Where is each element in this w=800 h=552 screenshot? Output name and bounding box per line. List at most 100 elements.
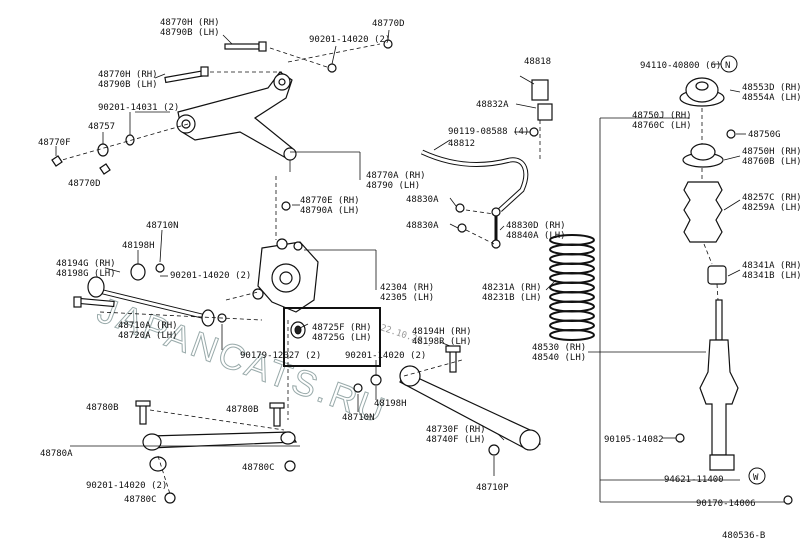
callout-w-circle xyxy=(748,467,766,485)
label-48530: 48530 (RH) xyxy=(532,343,586,353)
label-48770d-top: 48770D xyxy=(372,19,405,29)
lateral-control-rod-48710a xyxy=(87,276,215,327)
label-48770f: 48770F xyxy=(38,138,71,148)
shock-absorber-48530 xyxy=(699,299,739,471)
callout-w-letter: W xyxy=(753,473,759,483)
label-48198h-top: 48198H xyxy=(122,241,155,251)
label-94621-11400: 94621-11400 xyxy=(664,475,724,485)
lower-control-arm-48730f xyxy=(399,365,541,451)
nut-48710n-low xyxy=(353,383,363,393)
coil-spring-48231a xyxy=(549,234,595,341)
label-48231a: 48231A (RH) xyxy=(482,283,542,293)
callout-n-letter: N xyxy=(725,61,730,71)
label-48710a: 48710A (RH) xyxy=(118,321,178,331)
label-90201-14020-low: 90201-14020 (2) xyxy=(345,351,426,361)
bushing-left xyxy=(252,288,264,300)
label-48770a: 48770A (RH) xyxy=(366,171,426,181)
bolt-48194g xyxy=(73,296,115,308)
label-48760b: 48760B (LH) xyxy=(742,157,800,167)
label-48194h: 48194H (RH) xyxy=(412,327,472,337)
label-94110-40800: 94110-40800 (6) xyxy=(640,61,721,71)
label-48730f: 48730F (RH) xyxy=(426,425,486,435)
label-48770d-left: 48770D xyxy=(68,179,101,189)
label-48750g: 48750G xyxy=(748,130,781,140)
label-48740f: 48740F (LH) xyxy=(426,435,486,445)
label-48341b: 48341B (LH) xyxy=(742,271,800,281)
label-90105-14082: 90105-14082 xyxy=(604,435,664,445)
label-48710n-low: 48710N xyxy=(342,413,375,423)
bolt-90105 xyxy=(675,433,685,443)
nut-48770f xyxy=(51,155,63,167)
label-90179-12027: 90179-12027 (2) xyxy=(240,351,321,361)
washer-48198h-low xyxy=(370,374,382,386)
upper-control-arm xyxy=(176,71,297,172)
label-48259a: 48259A (LH) xyxy=(742,203,800,213)
label-48540: 48540 (LH) xyxy=(532,353,586,363)
nut-48750g xyxy=(726,129,736,139)
highlight-box-48725 xyxy=(283,307,381,367)
label-48780a: 48780A xyxy=(40,449,73,459)
nut-48780c-bottom xyxy=(164,492,176,504)
upper-arm-bolt-mid xyxy=(164,66,209,84)
stabilizer-link-48830d xyxy=(491,207,501,249)
bolt-48780b-right xyxy=(269,402,285,427)
label-48830a-a: 48830A xyxy=(406,195,439,205)
label-90119-08588: 90119-08588 (4) xyxy=(448,127,529,137)
washer-48198h-top xyxy=(130,263,146,281)
nut-48830a-low xyxy=(457,223,467,233)
bolt-48780b-left xyxy=(135,400,151,425)
label-48720a: 48720A (LH) xyxy=(118,331,178,341)
part-labels: 48770H (RH) 48790B (LH) 48770D 90201-140… xyxy=(38,18,800,541)
label-48780c-a: 48780C xyxy=(242,463,275,473)
label-48812: 48812 xyxy=(448,139,475,149)
label-48750j: 48750J (RH) xyxy=(632,111,692,121)
label-48818: 48818 xyxy=(524,57,551,67)
label-48790b-a: 48790B (LH) xyxy=(160,28,220,38)
label-42304: 42304 (RH) xyxy=(380,283,434,293)
label-48554a: 48554A (LH) xyxy=(742,93,800,103)
leader-lines xyxy=(55,29,784,503)
nut-48770d-left xyxy=(99,163,111,175)
nut-48710n-top xyxy=(155,263,165,273)
label-48198g: 48198G (LH) xyxy=(56,269,116,279)
label-48780b-b: 48780B xyxy=(226,405,259,415)
nut-48780c-right xyxy=(284,460,296,472)
label-48553d: 48553D (RH) xyxy=(742,83,800,93)
dashed-guide-lines xyxy=(61,43,719,495)
label-90170-14006: 90170-14006 xyxy=(696,499,756,509)
label-48790a: 48790A (LH) xyxy=(300,206,360,216)
cam-48757 xyxy=(97,143,109,157)
label-48257c: 48257C (RH) xyxy=(742,193,800,203)
nut-48770e xyxy=(281,201,291,211)
steering-knuckle xyxy=(257,238,319,313)
lateral-link-48780a xyxy=(142,431,298,451)
label-48770h-a: 48770H (RH) xyxy=(160,18,220,28)
upper-support-48553d xyxy=(679,77,725,107)
label-90201-14020-bot: 90201-14020 (2) xyxy=(86,481,167,491)
label-48710n-top: 48710N xyxy=(146,221,179,231)
nut-90170 xyxy=(783,495,793,505)
label-48770h-b: 48770H (RH) xyxy=(98,70,158,80)
nut-90201-top xyxy=(327,63,337,73)
label-48840a: 48840A (LH) xyxy=(506,231,566,241)
diagram-code: 480536-B xyxy=(722,531,765,541)
label-48194g: 48194G (RH) xyxy=(56,259,116,269)
spring-seat-48750h xyxy=(682,143,724,168)
label-90201-14020-top: 90201-14020 (2) xyxy=(309,35,390,45)
label-48790b-b: 48790B (LH) xyxy=(98,80,158,90)
dust-boot-48257c xyxy=(683,181,723,243)
bolt-48194h xyxy=(445,345,461,373)
nut-48830a-top xyxy=(455,203,465,213)
stabilizer-bar-48812 xyxy=(420,149,529,212)
stabilizer-bracket-48818 xyxy=(531,79,553,121)
label-48231b: 48231B (LH) xyxy=(482,293,542,303)
label-48341a: 48341A (RH) xyxy=(742,261,800,271)
label-48760c: 48760C (LH) xyxy=(632,121,692,131)
bump-stopper-48341a xyxy=(707,265,727,285)
label-48725f: 48725F (RH) xyxy=(312,323,372,333)
label-48780b-a: 48780B xyxy=(86,403,119,413)
label-48790: 48790 (LH) xyxy=(366,181,420,191)
label-48198h-low: 48198H xyxy=(374,399,407,409)
nut-48710p xyxy=(488,444,500,456)
